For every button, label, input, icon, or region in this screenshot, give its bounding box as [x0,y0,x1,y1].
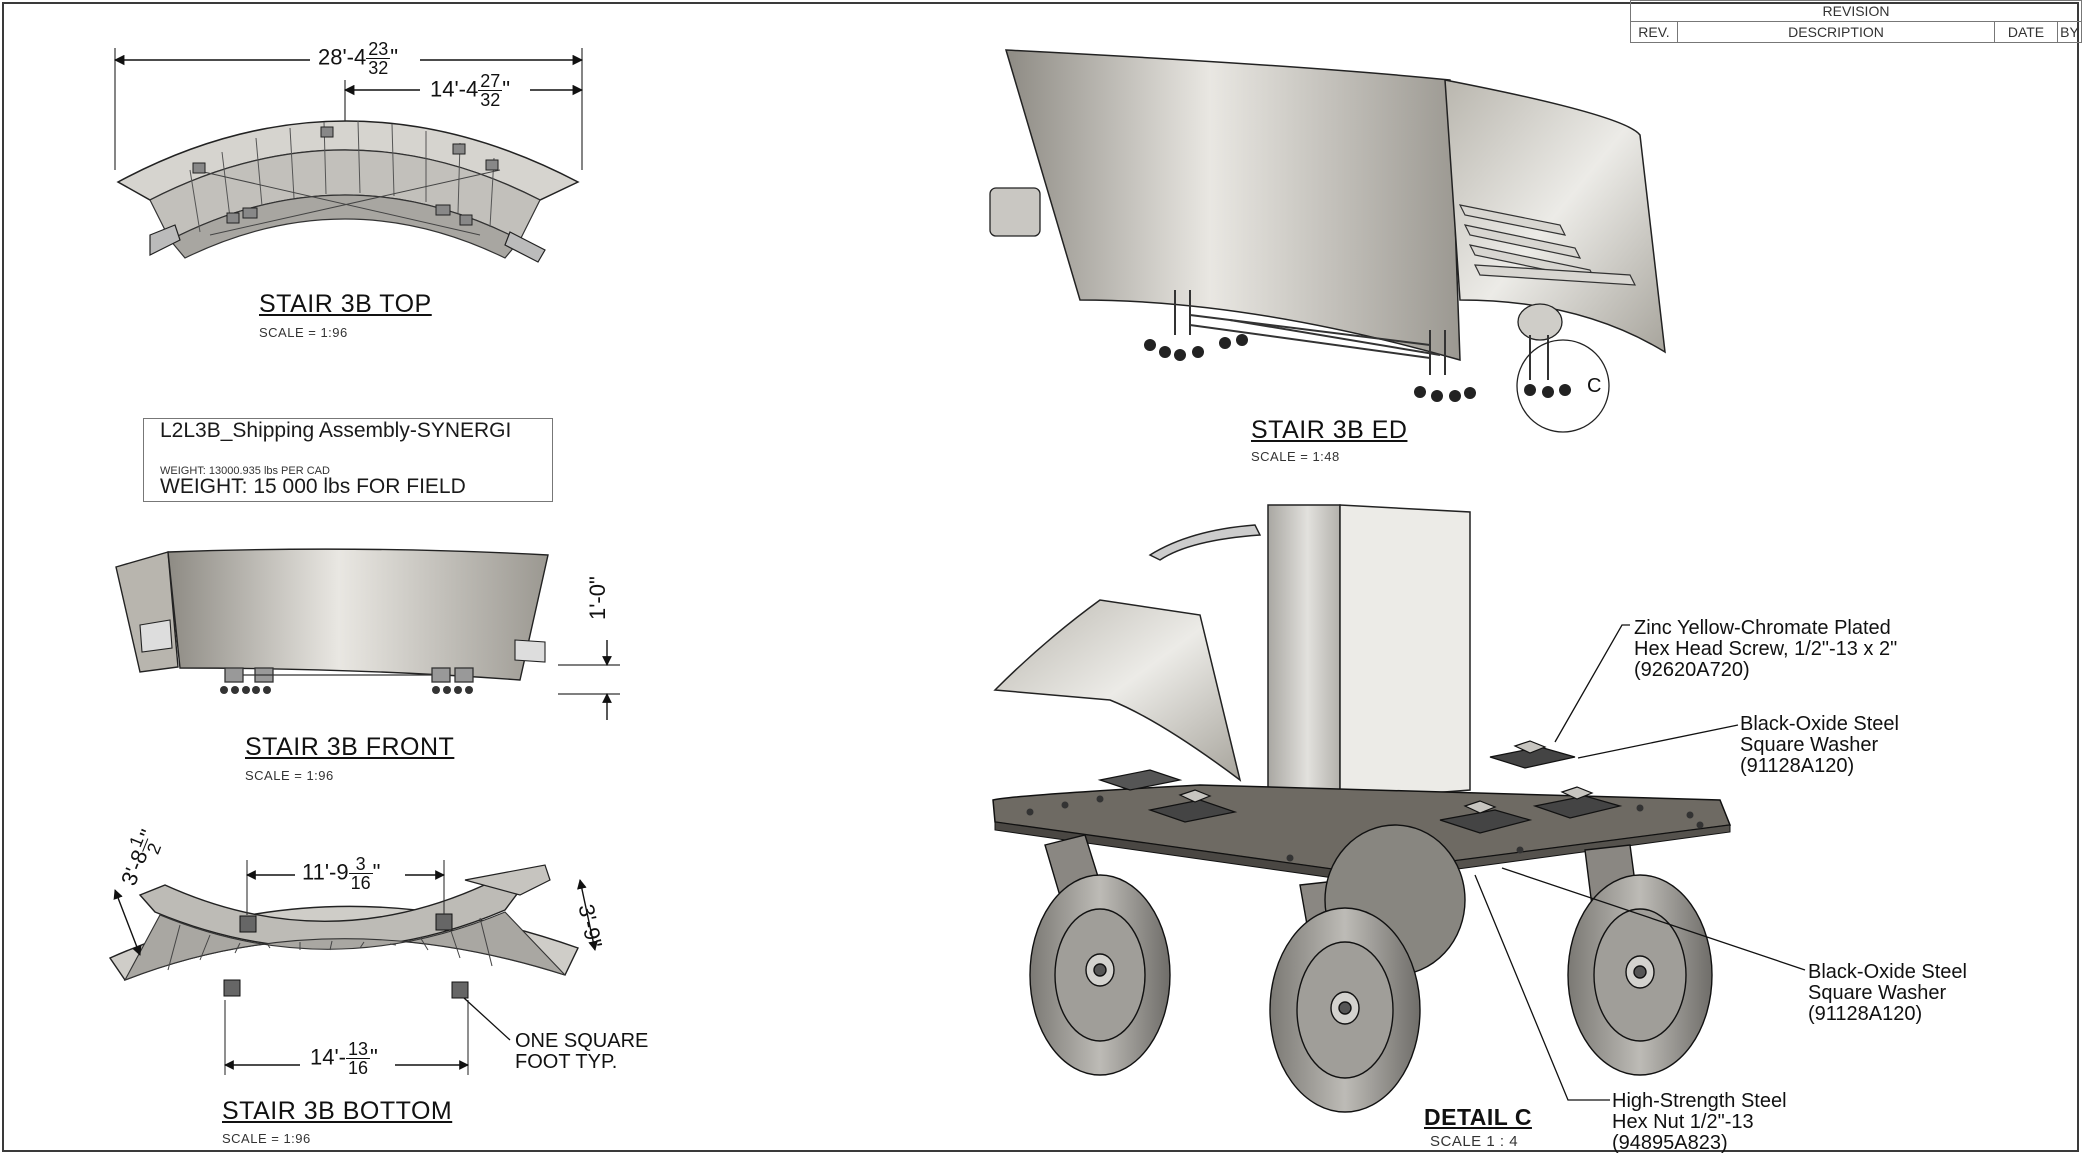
dim-bottom-width-unit: " [370,1044,378,1070]
rev-col-date: DATE [1994,21,2058,43]
callout-screw-line-1: Zinc Yellow-Chromate Plated [1634,617,1891,639]
view-scale-top: SCALE = 1:96 [259,325,348,340]
assembly-info-box: L2L3B_Shipping Assembly-SYNERGI WEIGHT: … [143,418,553,502]
dim-overall-unit: " [390,44,399,70]
callout-screw: Zinc Yellow-Chromate Plated Hex Head Scr… [1634,618,1897,681]
callout-nut: High-Strength Steel Hex Nut 1/2"-13 (948… [1612,1091,1787,1154]
callout-washer-top-line-3: (91128A120) [1740,755,1855,777]
callout-nut-line-3: (94895A823) [1612,1132,1728,1154]
dim-bottom-width-den: 16 [348,1058,369,1078]
callout-washer-bottom: Black-Oxide Steel Square Washer (91128A1… [1808,962,1967,1025]
assembly-name: L2L3B_Shipping Assembly-SYNERGI [160,419,512,442]
dim-front-height: 1'-0" [585,576,610,620]
view-scale-iso: SCALE = 1:48 [1251,449,1340,464]
field-weight: WEIGHT: 15 000 lbs FOR FIELD [160,475,466,498]
callout-washer-top: Black-Oxide Steel Square Washer (91128A1… [1740,714,1899,777]
dim-bottom-top-den: 16 [350,873,371,893]
view-scale-front: SCALE = 1:96 [245,768,334,783]
cad-weight: WEIGHT: 13000.935 lbs PER CAD [160,465,330,477]
revision-table: REVISION REV. DESCRIPTION DATE BY [1630,0,2082,43]
dim-bottom-top-whole: 11'-9 [302,859,349,885]
note-square-foot: ONE SQUARE FOOT TYP. [515,1031,648,1073]
dim-half-num: 27 [478,71,503,91]
view-title-top: STAIR 3B TOP [259,290,432,318]
callout-screw-line-3: (92620A720) [1634,659,1750,681]
callout-nut-line-1: High-Strength Steel [1612,1090,1787,1112]
dim-half-den: 32 [480,90,501,110]
detail-marker: C [1587,375,1602,397]
view-scale-detail: SCALE 1 : 4 [1430,1133,1519,1150]
dim-overall-den: 32 [368,58,389,78]
view-title-iso: STAIR 3B ED [1251,416,1408,444]
callout-screw-line-2: Hex Head Screw, 1/2"-13 x 2" [1634,638,1898,660]
dim-bottom-top-num: 3 [348,855,373,874]
view-title-front: STAIR 3B FRONT [245,733,455,761]
rev-col-by: BY [2057,21,2082,43]
stair-bottom-view [108,860,598,1075]
dim-bottom-width-num: 13 [346,1039,371,1059]
stair-iso-view [989,49,1666,433]
view-scale-bottom: SCALE = 1:96 [222,1131,311,1146]
stair-front-view [115,548,620,720]
note-line-2: FOOT TYP. [515,1051,618,1073]
callout-washer-bottom-line-2: Square Washer [1808,982,1947,1004]
callout-washer-top-line-1: Black-Oxide Steel [1740,713,1899,735]
dim-half-unit: " [502,76,511,102]
detail-c-view [992,504,1806,1113]
callout-nut-line-2: Hex Nut 1/2"-13 [1612,1111,1754,1133]
dim-bottom-width-whole: 14'- [310,1044,346,1070]
dim-bottom-top-unit: " [372,859,381,885]
view-title-detail: DETAIL C [1424,1104,1532,1130]
stair-top-view [113,48,584,263]
view-title-bottom: STAIR 3B BOTTOM [222,1097,453,1125]
rev-col-rev: REV. [1630,21,1678,43]
dim-overall-num: 23 [366,39,391,59]
dim-half-whole: 14'-4 [430,76,479,102]
note-line-1: ONE SQUARE [515,1030,649,1052]
callout-washer-bottom-line-3: (91128A120) [1808,1003,1923,1025]
dim-overall-whole: 28'-4 [318,44,367,70]
callout-washer-bottom-line-1: Black-Oxide Steel [1808,961,1967,983]
callout-washer-top-line-2: Square Washer [1740,734,1879,756]
